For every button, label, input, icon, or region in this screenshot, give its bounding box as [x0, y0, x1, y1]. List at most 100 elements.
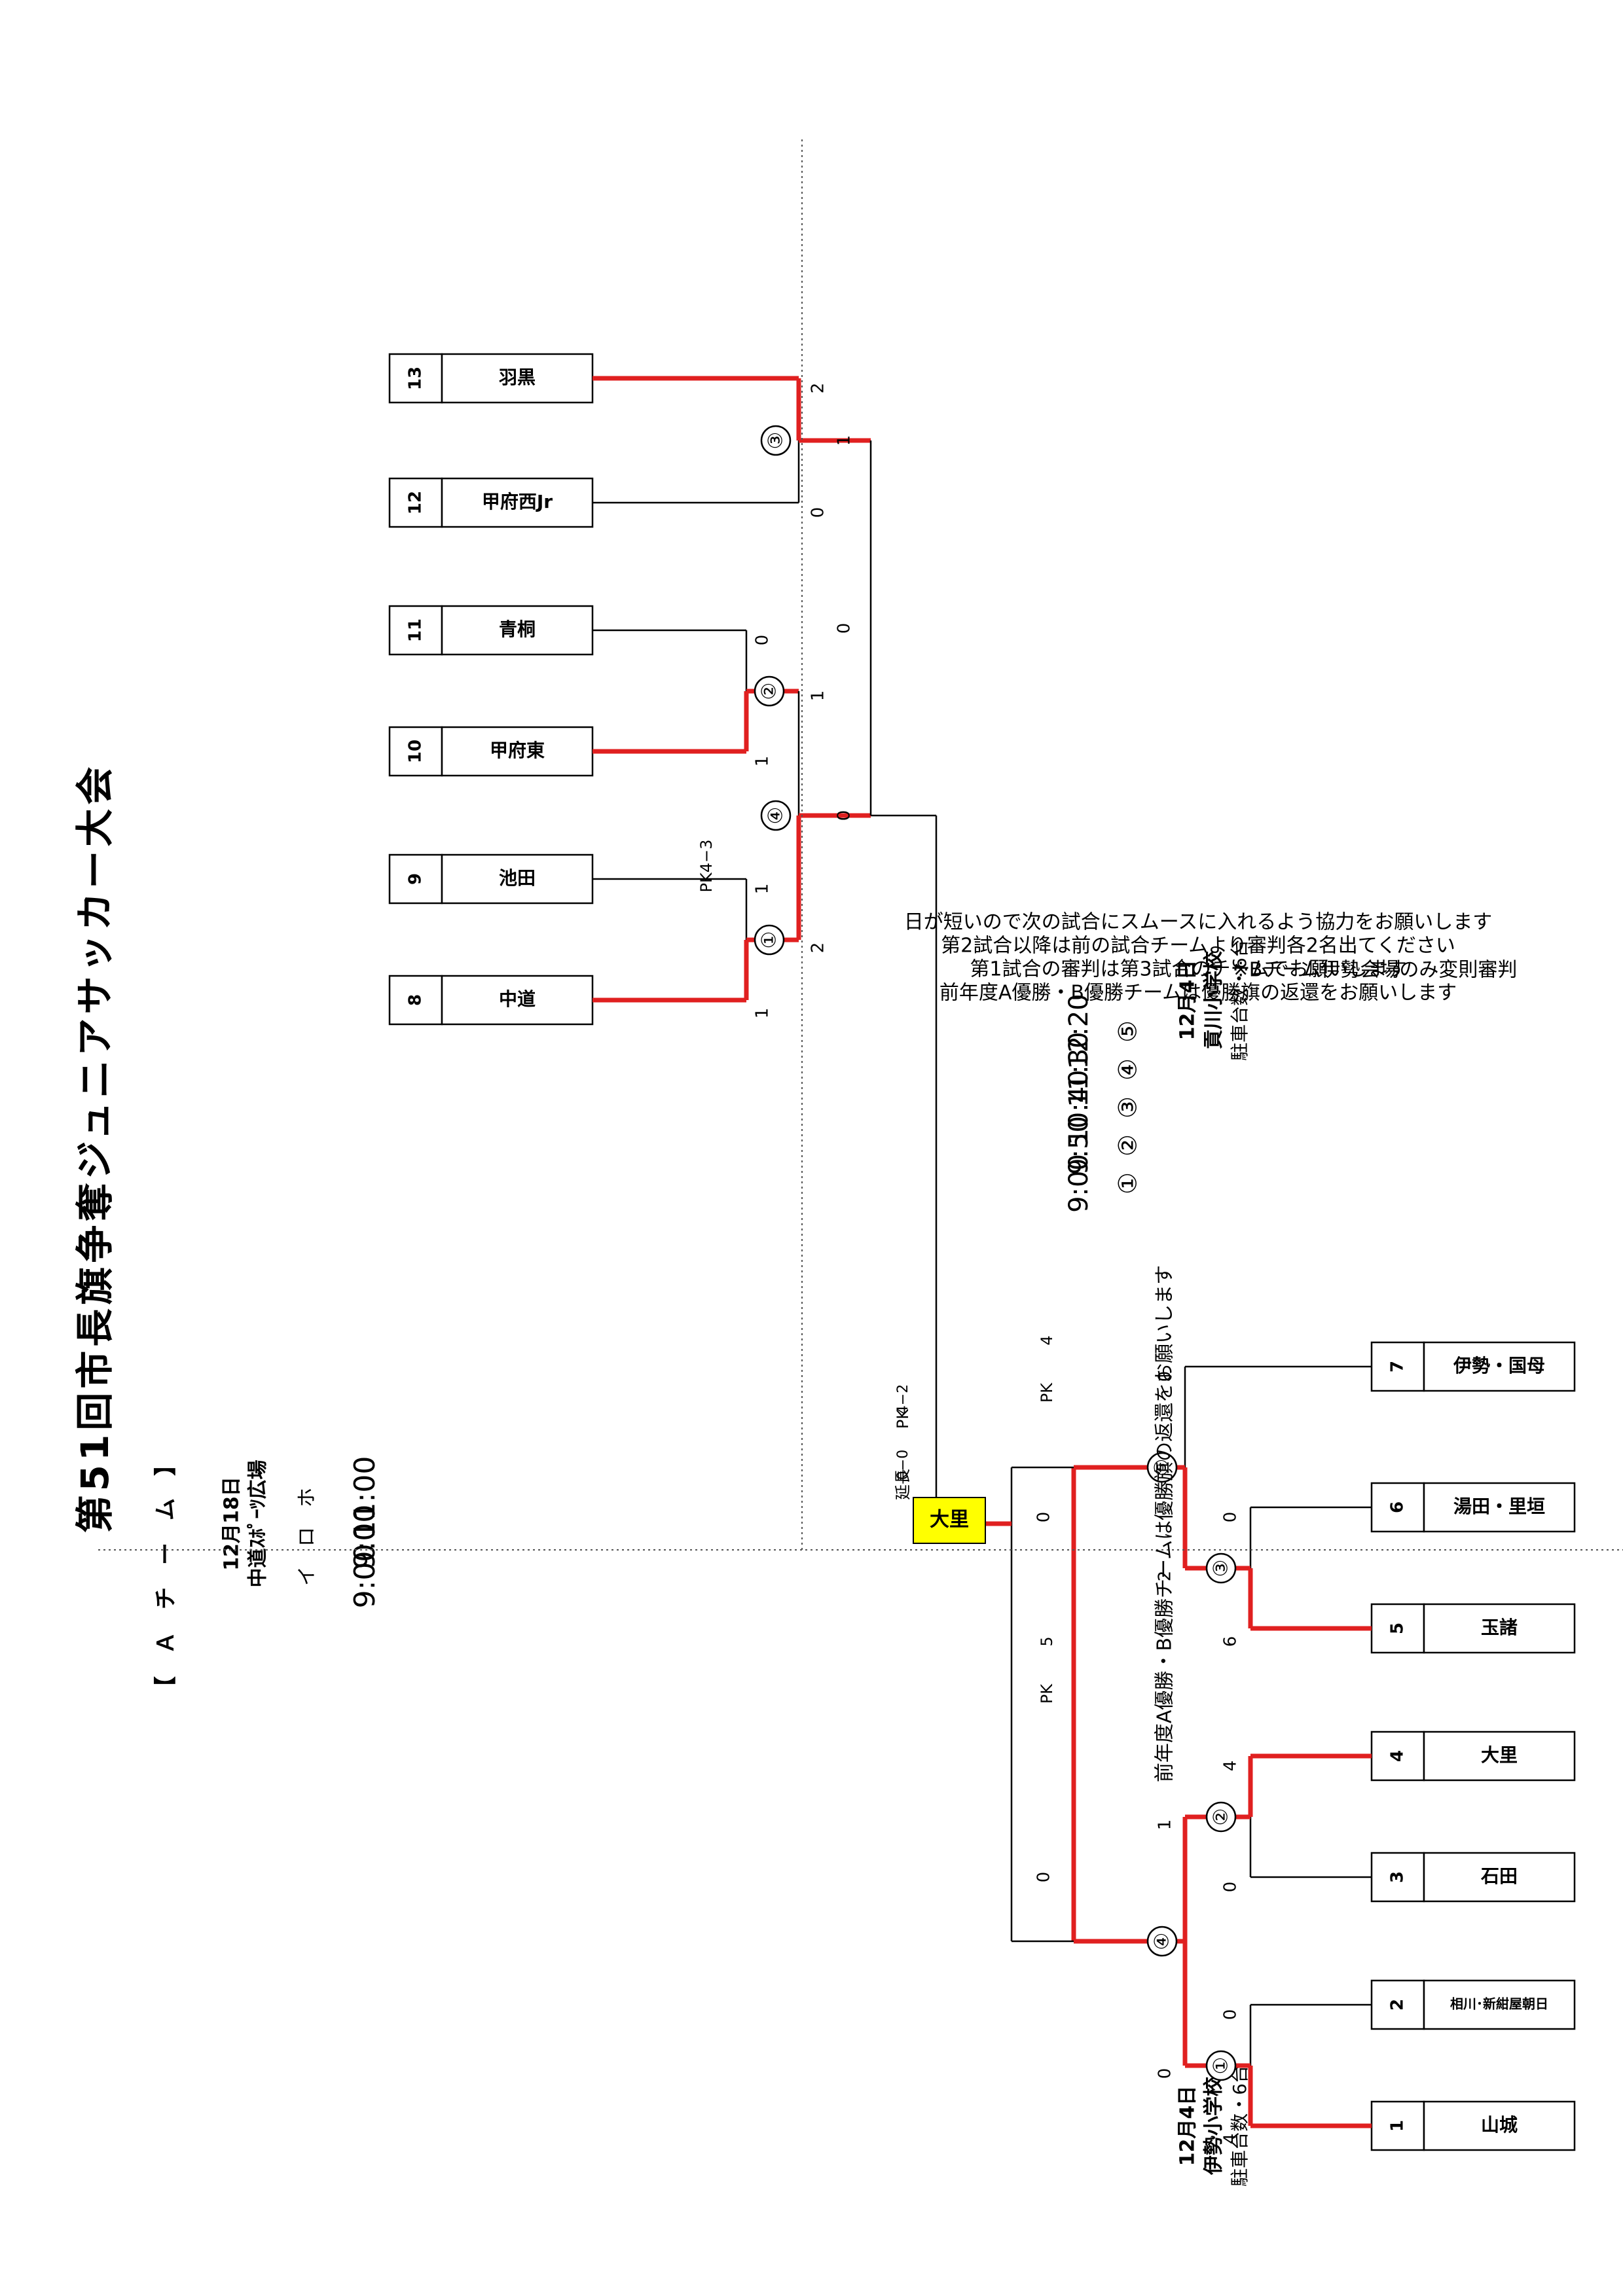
match-number-circle: [754, 675, 785, 707]
match-number-circle: [760, 425, 792, 456]
team-number: 10: [406, 740, 426, 763]
note-line: 前年度A優勝・B優勝チームは優勝旗の返還をお願いします: [939, 982, 1457, 1005]
schedule-num: ③: [1114, 1096, 1142, 1119]
team-number: 9: [406, 873, 426, 885]
champion-name: 大里: [930, 1509, 969, 1532]
match-number: ①: [758, 931, 781, 949]
score: 6: [1221, 1636, 1241, 1647]
team-number: 3: [1388, 1871, 1408, 1883]
final-slot-label: イ: [296, 1566, 319, 1586]
score: 0: [1221, 1882, 1241, 1893]
pk-score: 5: [1038, 1636, 1056, 1646]
note-line: 日が短いので次の試合にスムースに入れるよう協力をお願いします: [904, 911, 1493, 934]
final-slot-time: 11:00: [348, 1456, 382, 1539]
final-slot-time: 9:00: [348, 1544, 382, 1609]
score: 0: [1221, 1512, 1241, 1523]
venue-parking: 駐車台数・6台: [1229, 939, 1250, 1061]
score: 1: [835, 435, 854, 446]
match-number-circle: [1146, 1452, 1178, 1483]
score: 1: [753, 1008, 773, 1019]
match-number: ②: [1210, 1808, 1233, 1826]
venue-parking: 駐車台数・6台: [1229, 2065, 1250, 2187]
pk-note: PK4−3: [697, 840, 716, 893]
score: 0: [1034, 1872, 1054, 1883]
team-number: 1: [1388, 2120, 1408, 2132]
score: 0: [1221, 2009, 1241, 2020]
score: 1: [753, 884, 773, 895]
score: 2: [1156, 1571, 1175, 1582]
team-name: 大里: [1481, 1744, 1518, 1766]
score: 4: [1221, 1761, 1241, 1772]
venue-place: 伊勢小学校: [1203, 2077, 1226, 2176]
match-number: ④: [1151, 1933, 1174, 1950]
match-number-circle: [1205, 2050, 1237, 2081]
match-number-circle: [1146, 1926, 1178, 1957]
score: 0: [1034, 1512, 1054, 1523]
score: 0: [753, 635, 773, 646]
team-name: 中道: [499, 988, 536, 1010]
score: 0: [835, 810, 854, 821]
team-number: 8: [406, 994, 426, 1006]
score: 2: [809, 383, 828, 394]
schedule-num: ②: [1114, 1134, 1142, 1157]
note-line: 第1試合の審判は第3試合のチームでお願いします: [970, 958, 1426, 981]
match-number: ③: [765, 432, 788, 450]
match-number-circle: [760, 800, 792, 831]
team-number: 6: [1388, 1501, 1408, 1513]
match-number: ⑤: [1151, 1459, 1174, 1477]
schedule-num: ⑤: [1114, 1020, 1142, 1043]
pk-label: PK: [1038, 1382, 1056, 1403]
team-name: 湯田・里垣: [1453, 1496, 1545, 1517]
team-number: 5: [1388, 1623, 1408, 1634]
team-name: 羽黒: [499, 367, 536, 388]
schedule-time: 9:00: [1064, 1154, 1094, 1213]
schedule-time: 10:40: [1064, 1069, 1094, 1145]
note-warning: ※Bチーム伊勢会場のみ変則審判: [1233, 959, 1518, 982]
final-note: PK: [894, 1408, 912, 1429]
schedule-time: 9:50: [1064, 1116, 1094, 1175]
schedule-num: ①: [1114, 1172, 1142, 1194]
schedule-time: 12:20: [1064, 994, 1094, 1069]
final-note: 0−0: [895, 1450, 911, 1480]
page-title: 第51回市長旗争奪ジュニアサッカー大会: [73, 763, 117, 1534]
team-name: 甲府西Jr: [482, 491, 553, 512]
score: 0: [835, 623, 854, 634]
final-date: 12月18日: [221, 1477, 244, 1571]
note-line: 前年度A優勝・B優勝チームは優勝旗の返還をお願いします: [1154, 1265, 1176, 1782]
venue-place: 貢川小学校: [1203, 951, 1226, 1049]
team-number: 11: [406, 619, 426, 642]
team-name: 石田: [1480, 1865, 1518, 1887]
match-number-circle: [754, 924, 785, 956]
team-name-box: [1423, 1979, 1576, 2030]
team-name-box: [1423, 1482, 1576, 1533]
team-number: 7: [1388, 1361, 1408, 1372]
score: 2: [809, 942, 828, 954]
match-number: ④: [765, 807, 788, 825]
match-number-circle: [1205, 1552, 1237, 1584]
team-name: 玉諸: [1481, 1617, 1518, 1638]
venue-date: 12月4日: [1176, 2086, 1199, 2166]
score: 4: [1221, 2134, 1241, 2145]
section-header: 【 Ａ チ ー ム 】: [153, 1454, 179, 1698]
match-number-circle: [1205, 1801, 1237, 1833]
team-name-box: [1423, 1603, 1576, 1654]
team-name: 池田: [499, 867, 536, 889]
final-note: 延長: [894, 1469, 912, 1500]
final-note: 4−2: [895, 1384, 911, 1414]
pk-label: PK: [1038, 1683, 1056, 1704]
match-number: ③: [1210, 1560, 1233, 1577]
final-slot-time: 9:00: [348, 1505, 382, 1570]
score: 1: [809, 691, 828, 702]
schedule-num: ④: [1114, 1058, 1142, 1081]
final-place: 中道ｽﾎﾟｰﾂ広場: [247, 1460, 270, 1588]
champion-box: [913, 1497, 986, 1544]
match-number: ①: [1210, 2057, 1233, 2075]
score: 1: [753, 756, 773, 767]
note-line: 第2試合以降は前の試合チームより審判各2名出てください: [941, 935, 1455, 958]
team-name-box: [1423, 1852, 1576, 1903]
score: 0: [809, 507, 828, 518]
score: 1: [1156, 1820, 1175, 1831]
schedule-time: 11:30: [1064, 1031, 1094, 1107]
